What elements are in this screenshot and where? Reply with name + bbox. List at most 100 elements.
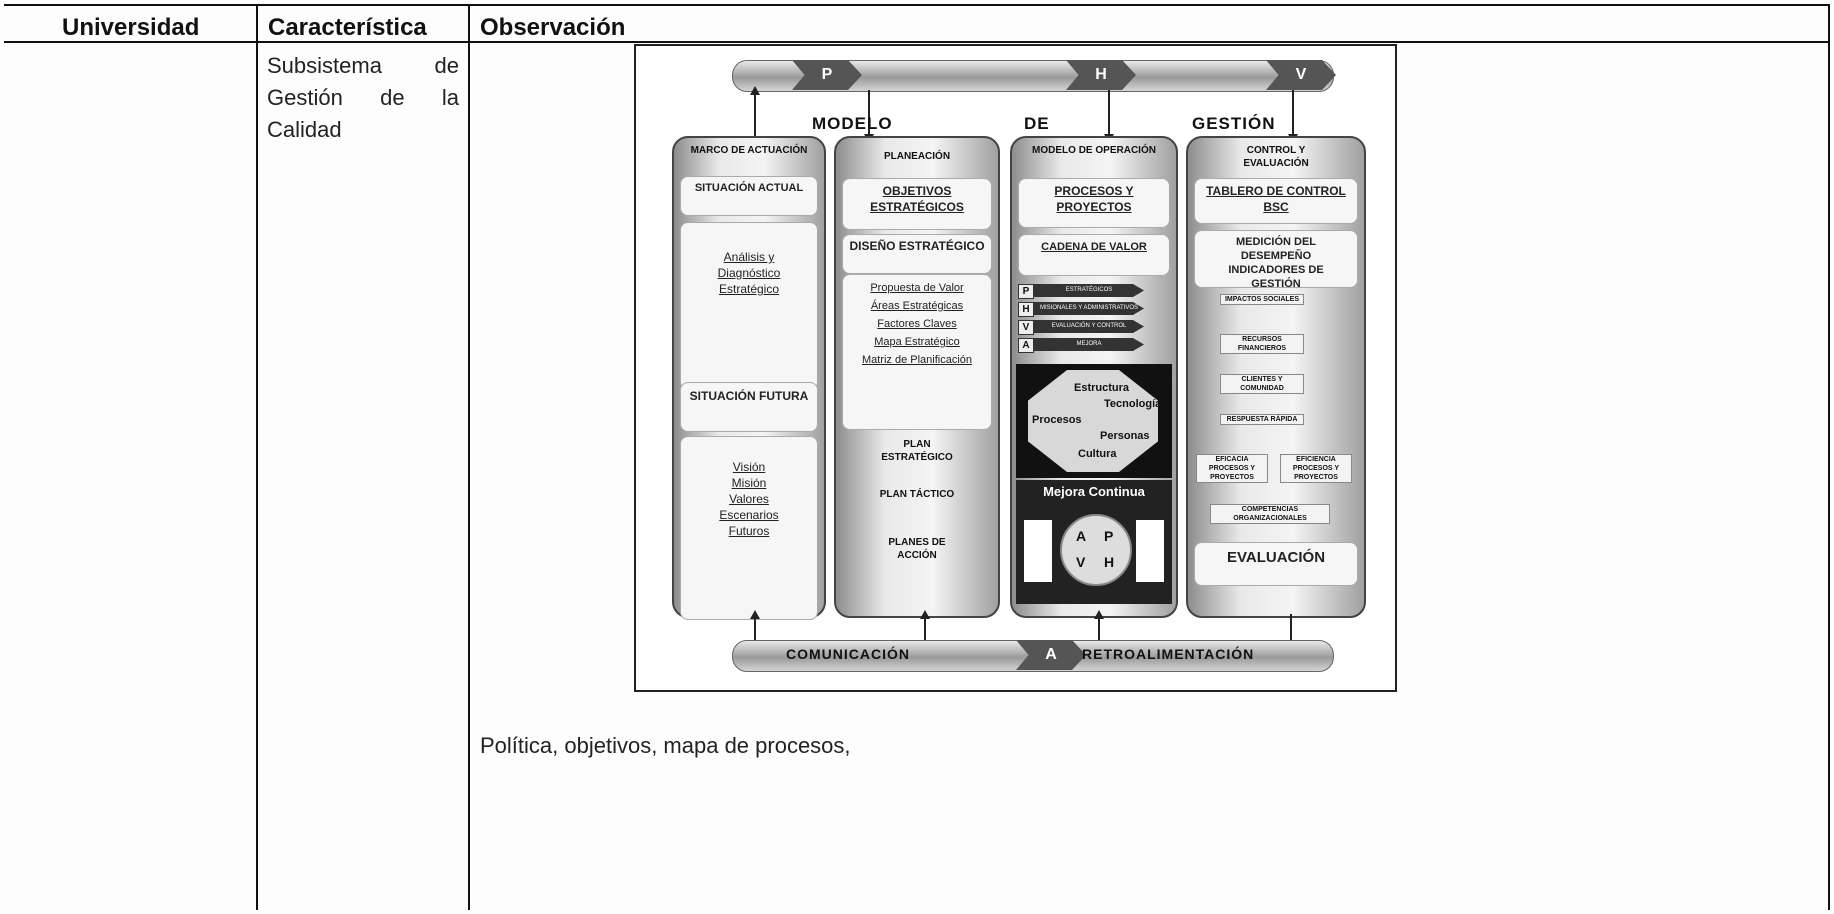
bottom-label-retroalimentacion: RETROALIMENTACIÓN xyxy=(1082,646,1255,662)
octagon-panel: Estructura Tecnología Procesos Personas … xyxy=(1016,364,1172,478)
caracteristica-cell: Subsistema de Gestión de la Calidad xyxy=(267,50,461,146)
table-right-border xyxy=(1828,4,1830,910)
connector-up-left xyxy=(754,90,756,140)
arrowhead-up-left xyxy=(750,86,760,95)
cadena-stack-item: EVALUACIÓN Y CONTROL xyxy=(1034,320,1144,333)
col2-item: Propuesta de Valor xyxy=(870,282,964,294)
column-divider-2 xyxy=(468,4,470,910)
cadena-letter-h: H xyxy=(1018,302,1034,317)
octagon-word: Procesos xyxy=(1032,414,1082,426)
title-gestion: GESTIÓN xyxy=(1192,114,1276,133)
octagon-word: Tecnología xyxy=(1104,398,1162,410)
cadena-letter-v: V xyxy=(1018,320,1034,335)
cadena-stack-item: MISIONALES Y ADMINISTRATIVOS xyxy=(1034,302,1144,315)
cycle-letter: A xyxy=(1076,528,1087,544)
col1-situacion-futura: SITUACIÓN FUTURA xyxy=(680,382,818,432)
column-modelo-operacion: MODELO DE OPERACIÓN PROCESOS Y PROYECTOS… xyxy=(1010,136,1178,618)
header-observacion: Observación xyxy=(480,14,626,41)
column-control-evaluacion: CONTROL Y EVALUACIÓN TABLERO DE CONTROL … xyxy=(1186,136,1366,618)
observacion-text: Política, objetivos, mapa de procesos, xyxy=(480,733,851,758)
octagon-word: Estructura xyxy=(1074,382,1130,394)
connector-down-2 xyxy=(868,90,870,138)
col4-medicion: MEDICIÓN DEL DESEMPEÑO INDICADORES DE GE… xyxy=(1194,230,1358,290)
arrowhead-bottom-3 xyxy=(1094,610,1104,619)
col1-head: MARCO DE ACTUACIÓN xyxy=(690,145,808,156)
octagon-word: Personas xyxy=(1100,430,1150,442)
table: Universidad Característica Observación S… xyxy=(4,4,1830,914)
connector-down-3 xyxy=(1108,90,1110,138)
cadena-letter-p: P xyxy=(1018,284,1034,299)
connector-bottom-2 xyxy=(924,614,926,654)
cycle-letter: P xyxy=(1104,528,1114,544)
col2-items: Propuesta de Valor Áreas Estratégicas Fa… xyxy=(842,274,992,430)
col2-objetivos: OBJETIVOS ESTRATÉGICOS xyxy=(842,178,992,230)
col1-item: Misión xyxy=(731,476,767,490)
analisis-line-3: Estratégico xyxy=(718,282,780,296)
cycle-letter: V xyxy=(1076,554,1086,570)
col4-evaluacion: EVALUACIÓN xyxy=(1194,542,1358,586)
octagon xyxy=(1028,370,1158,472)
cycle-letter: H xyxy=(1104,554,1115,570)
header-divider xyxy=(4,41,1830,43)
col2-diseno: DISEÑO ESTRATÉGICO xyxy=(842,234,992,274)
mejora-continua-panel: Mejora Continua A P V H xyxy=(1016,480,1172,604)
header-caracteristica: Característica xyxy=(268,14,427,41)
arrowhead-bottom-1 xyxy=(750,610,760,619)
caracteristica-line-1: Subsistema de xyxy=(267,53,459,78)
col1-item: Escenarios xyxy=(719,508,779,522)
bsc-eficacia: EFICACIA PROCESOS Y PROYECTOS xyxy=(1196,454,1268,483)
col1-analisis: Análisis y Diagnóstico Estratégico xyxy=(680,222,818,390)
analisis-line-1: Análisis y xyxy=(723,250,775,264)
caracteristica-line-2: Gestión de la xyxy=(267,85,459,110)
cadena-stack-item: MEJORA xyxy=(1034,338,1144,351)
bsc-level: CLIENTES Y COMUNIDAD xyxy=(1220,374,1304,394)
col4-tablero: TABLERO DE CONTROL BSC xyxy=(1194,178,1358,224)
bsc-level: RESPUESTA RÁPIDA xyxy=(1220,414,1304,425)
title-modelo: MODELO xyxy=(812,114,893,133)
bsc-level: RECURSOS FINANCIEROS xyxy=(1220,334,1304,354)
bottom-label-comunicacion: COMUNICACIÓN xyxy=(786,646,910,662)
mini-card-right xyxy=(1136,520,1164,582)
col1-items: Visión Misión Valores Escenarios Futuros xyxy=(680,436,818,620)
column-marco-actuacion: MARCO DE ACTUACIÓN SITUACIÓN ACTUAL Anál… xyxy=(672,136,826,620)
cadena-letter-a: A xyxy=(1018,338,1034,353)
column-divider-1 xyxy=(256,4,258,910)
col1-item: Visión xyxy=(732,460,766,474)
col1-item: Valores xyxy=(729,492,769,506)
col2-item: Matriz de Planificación xyxy=(861,354,973,366)
bsc-level: IMPACTOS SOCIALES xyxy=(1220,294,1304,305)
top-arrow-v: V xyxy=(1266,60,1336,90)
connector-bottom-4 xyxy=(1290,614,1292,648)
col2-plan-tactico: PLAN TÁCTICO xyxy=(879,489,955,500)
header-universidad: Universidad xyxy=(62,14,200,41)
table-top-border xyxy=(4,4,1830,6)
connector-down-4 xyxy=(1292,90,1294,138)
col2-item: Áreas Estratégicas xyxy=(870,300,964,312)
mini-card-left xyxy=(1024,520,1052,582)
col1-item: Futuros xyxy=(728,524,770,538)
col4-head: CONTROL Y EVALUACIÓN xyxy=(1243,145,1309,169)
col2-head: PLANEACIÓN xyxy=(883,151,951,162)
octagon-word: Cultura xyxy=(1078,448,1117,460)
cadena-stack-item: ESTRATÉGICOS xyxy=(1034,284,1144,297)
col3-cadena: CADENA DE VALOR xyxy=(1018,234,1170,276)
col1-situacion-actual: SITUACIÓN ACTUAL xyxy=(680,176,818,216)
title-de: DE xyxy=(1024,114,1050,133)
management-model-figure: P H V MODELO DE GESTIÓN MARCO DE ACTUACI… xyxy=(634,44,1397,692)
connector-bottom-1 xyxy=(754,614,756,654)
col3-procesos: PROCESOS Y PROYECTOS xyxy=(1018,178,1170,228)
bsc-competencias: COMPETENCIAS ORGANIZACIONALES xyxy=(1210,504,1330,524)
bsc-eficiencia: EFICIENCIA PROCESOS Y PROYECTOS xyxy=(1280,454,1352,483)
col2-item: Factores Claves xyxy=(877,318,957,330)
pdca-cycle: A P V H xyxy=(1060,514,1132,586)
column-planeacion: PLANEACIÓN OBJETIVOS ESTRATÉGICOS DISEÑO… xyxy=(834,136,1000,618)
mejora-continua-title: Mejora Continua xyxy=(1043,484,1145,499)
col2-item: Mapa Estratégico xyxy=(874,336,960,348)
caracteristica-line-3: Calidad xyxy=(267,117,342,142)
arrowhead-bottom-2 xyxy=(920,610,930,619)
col3-head: MODELO DE OPERACIÓN xyxy=(1032,145,1156,156)
analisis-line-2: Diagnóstico xyxy=(717,266,781,280)
col2-plan-estrategico: PLAN ESTRATÉGICO xyxy=(881,439,953,463)
connector-bottom-3 xyxy=(1098,614,1100,654)
col2-planes-accion: PLANES DE ACCIÓN xyxy=(888,537,946,561)
